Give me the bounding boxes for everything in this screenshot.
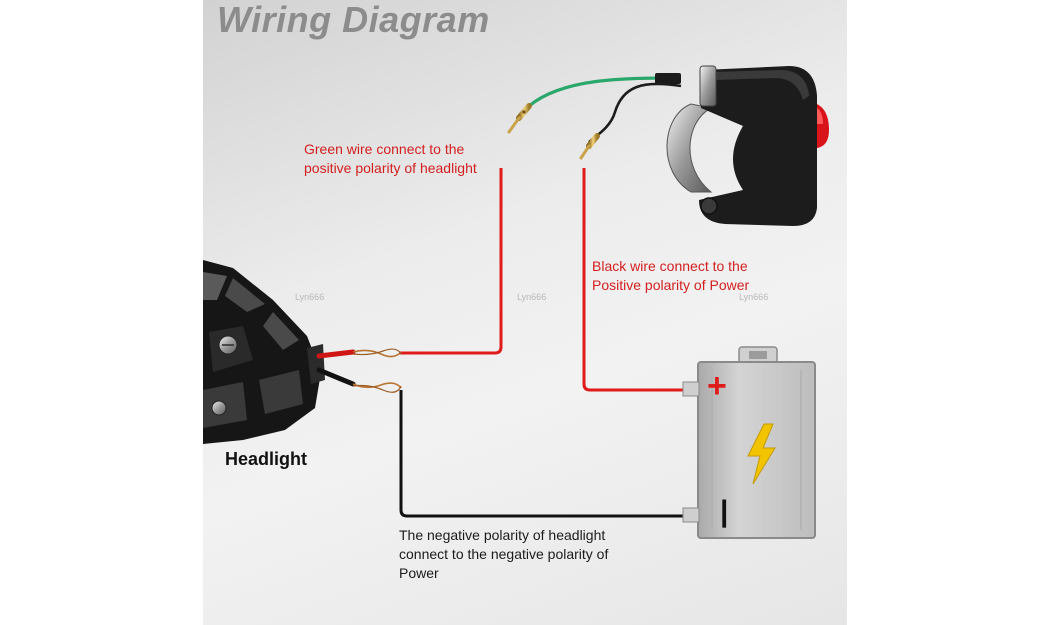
watermark: Lyn666 <box>739 292 769 302</box>
switch-green-wire <box>527 73 682 108</box>
battery-negative-symbol: | <box>720 495 729 528</box>
watermark: Lyn666 <box>295 292 325 302</box>
headlight-black-wire <box>316 367 402 393</box>
handlebar-switch-icon <box>666 65 829 226</box>
negative-polarity-note: The negative polarity of headlight conne… <box>399 527 609 581</box>
battery-positive-symbol: + <box>707 367 727 405</box>
battery-icon <box>682 346 816 539</box>
green-wire-note: Green wire connect to the positive polar… <box>304 141 477 176</box>
switch-black-wire <box>588 82 682 144</box>
headlight-icon <box>203 260 325 444</box>
black-wire-note: Black wire connect to the Positive polar… <box>592 258 750 293</box>
green-wire-terminal <box>507 103 532 134</box>
black-negative-line <box>399 390 689 518</box>
headlight-label: Headlight <box>225 449 308 469</box>
lightning-bolt-icon <box>747 423 776 485</box>
black-wire-terminal <box>579 133 600 160</box>
diagram-title: Wiring Diagram <box>217 0 490 40</box>
wiring-artwork <box>203 65 829 539</box>
watermark: Lyn666 <box>517 292 547 302</box>
headlight-red-wire <box>316 348 402 359</box>
red-power-line <box>582 168 689 392</box>
diagram-panel: Wiring Diagram Green wire connect to the… <box>203 0 847 625</box>
red-positive-line <box>399 168 503 355</box>
